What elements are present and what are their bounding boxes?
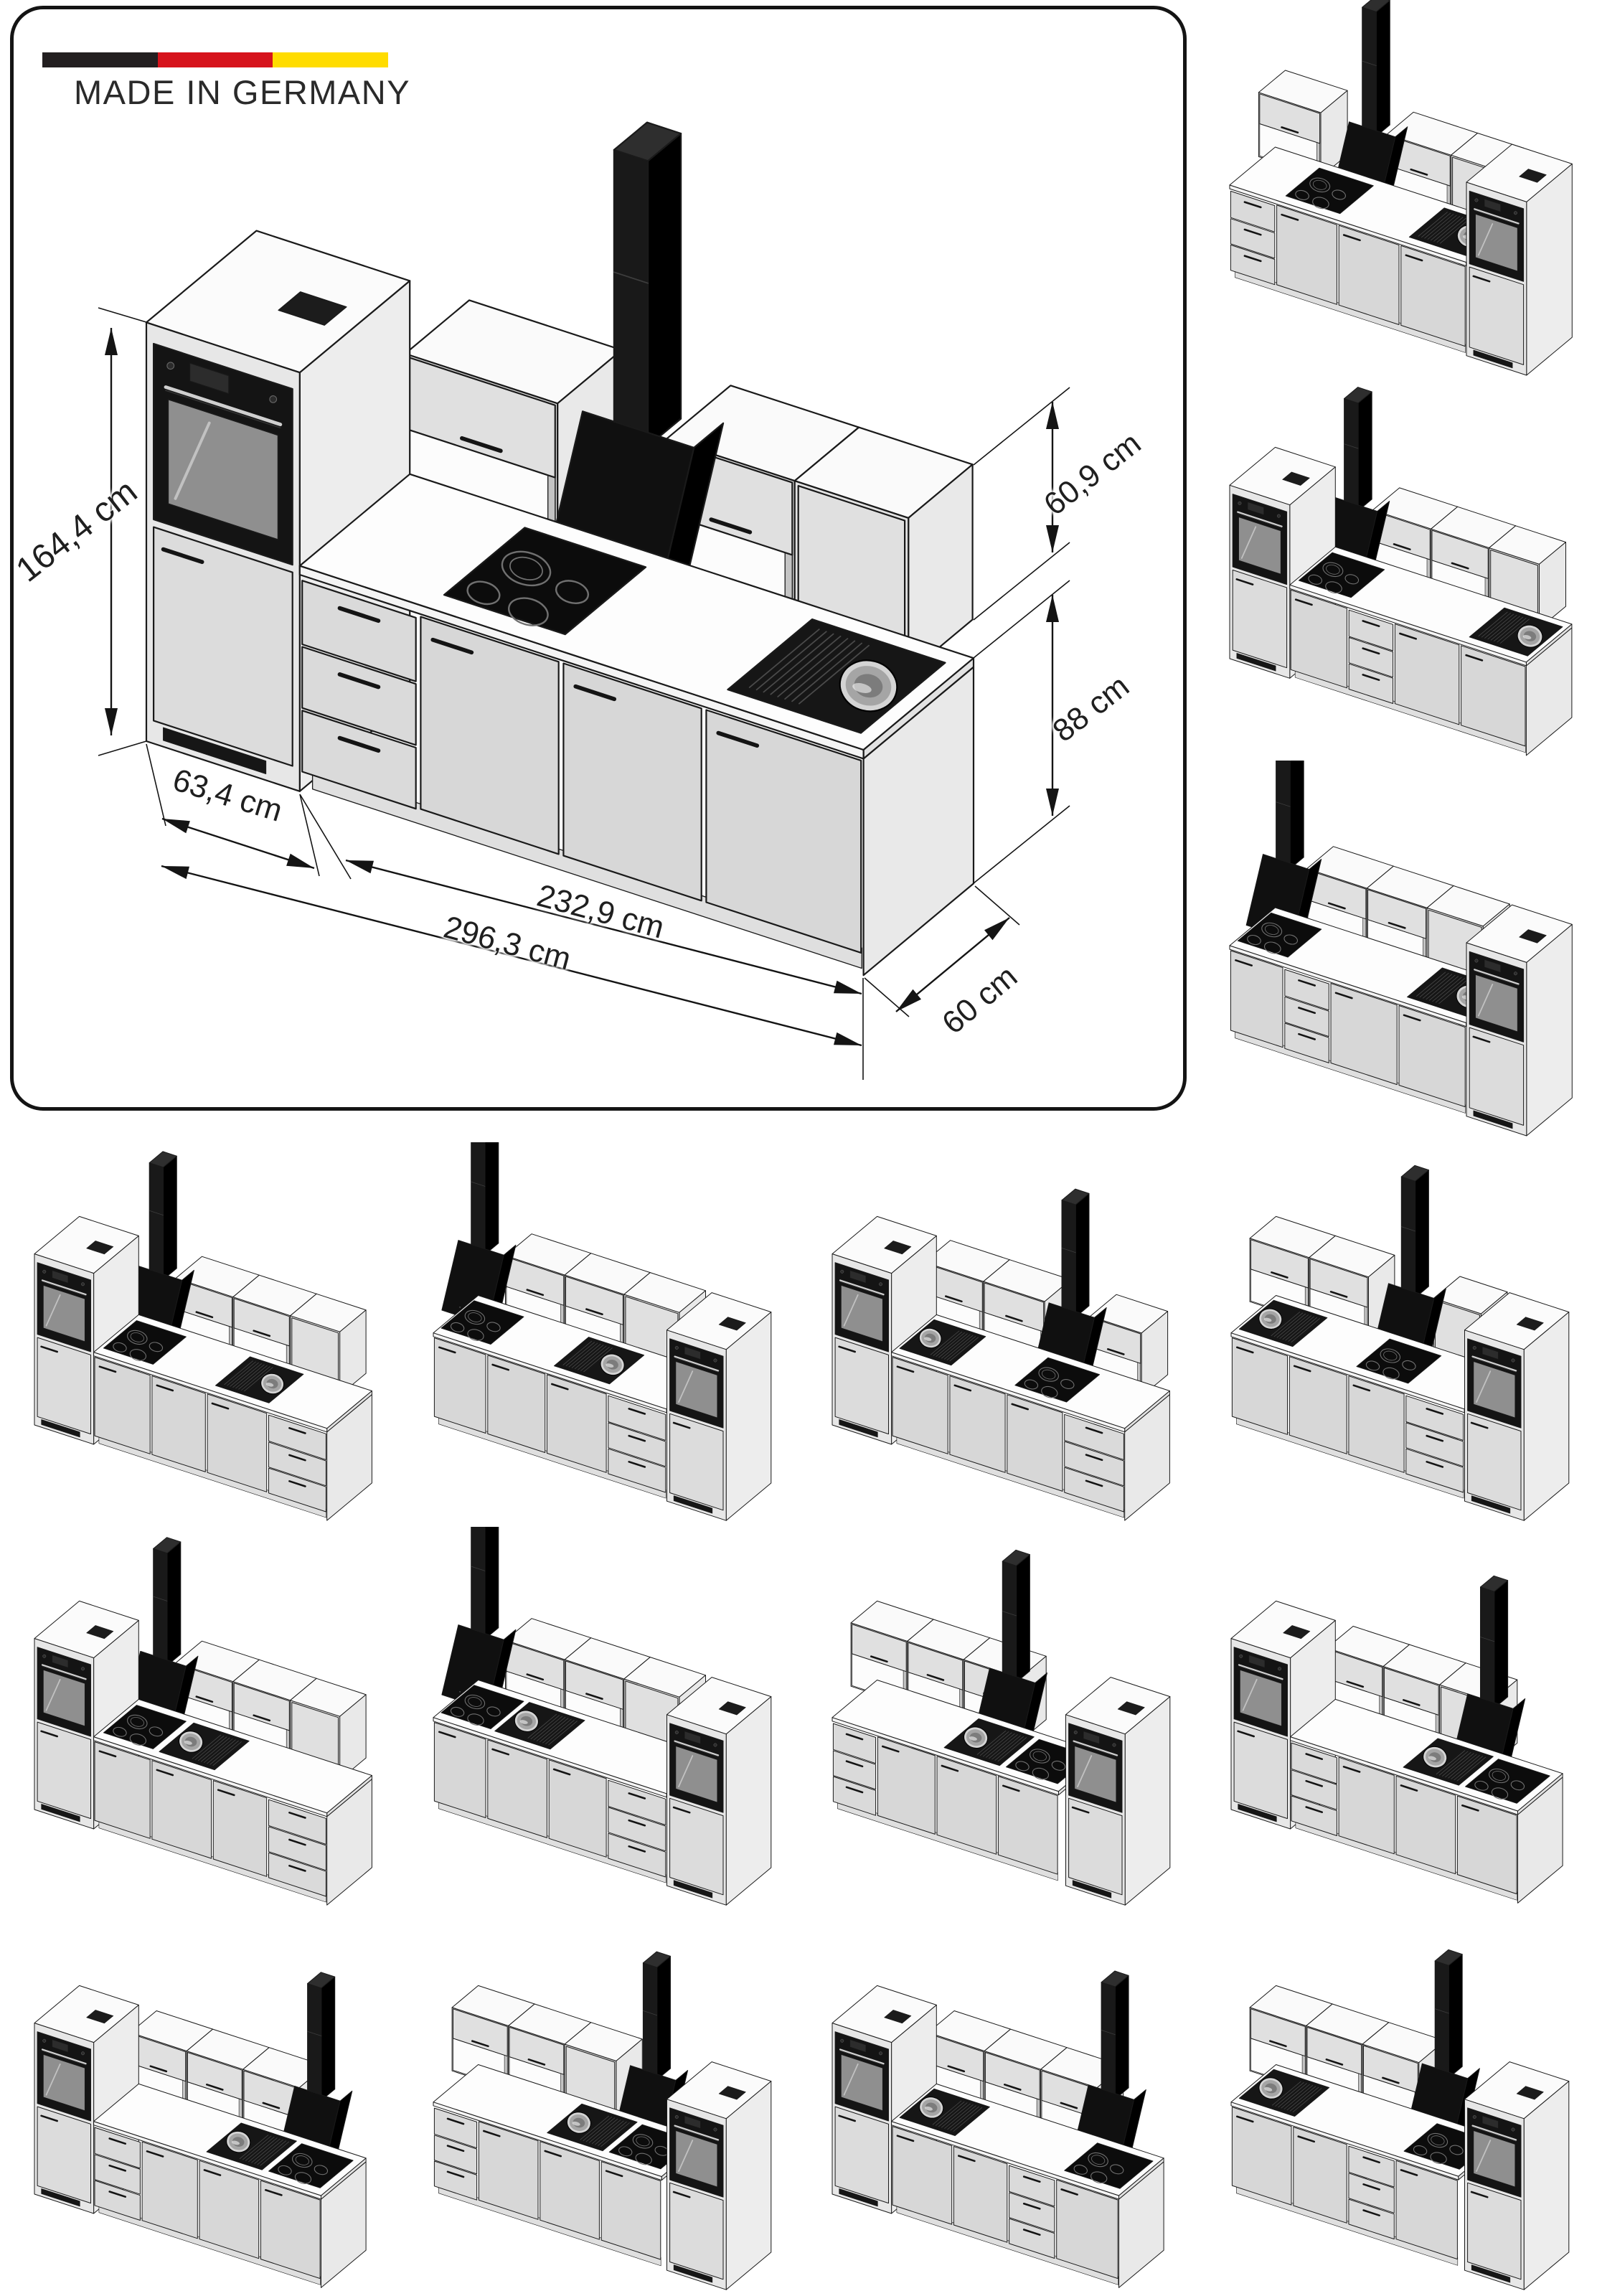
flag-black-stripe — [42, 52, 158, 67]
kitchen-variant-8-illustration — [1230, 1575, 1563, 1904]
flag-gold-stripe — [273, 52, 389, 67]
kitchen-variant-10-illustration — [433, 1951, 772, 2290]
kitchen-variant-right-middle-illustration — [1229, 387, 1573, 756]
kitchen-variant-7-illustration — [832, 1549, 1171, 1906]
kitchen-variant-2-illustration — [433, 1142, 772, 1521]
kitchen-variant-5 — [0, 1527, 399, 1911]
kitchen-variant-9 — [0, 1911, 399, 2296]
kitchen-variant-10 — [399, 1911, 798, 2296]
kitchen-variant-right-top — [1191, 0, 1597, 380]
kitchen-variant-right-bottom — [1191, 761, 1597, 1141]
kitchen-variant-12-illustration — [1230, 1949, 1570, 2290]
kitchen-variant-12 — [1197, 1911, 1596, 2296]
kitchen-variant-5-illustration — [34, 1537, 372, 1906]
made-in-germany-label: MADE IN GERMANY — [74, 73, 411, 111]
kitchen-variant-4 — [1197, 1142, 1596, 1527]
kitchen-variant-4-illustration — [1230, 1165, 1570, 1521]
kitchen-variant-3 — [798, 1142, 1197, 1527]
kitchen-variant-2 — [399, 1142, 798, 1527]
kitchen-variant-6-illustration — [433, 1527, 772, 1906]
kitchen-variant-8 — [1197, 1527, 1596, 1911]
main-diagram-panel: MADE IN GERMANY 164,4 cm 63,4 cm 232,9 c… — [9, 6, 1187, 1111]
kitchen-variant-1-illustration — [34, 1151, 372, 1521]
main-kitchen-drawing — [98, 121, 1070, 1080]
kitchen-variant-right-bottom-illustration — [1229, 761, 1573, 1137]
kitchen-variant-11 — [798, 1911, 1197, 2296]
german-flag-bar — [42, 52, 389, 67]
flag-red-stripe — [157, 52, 273, 67]
kitchen-variant-11-illustration — [832, 1970, 1164, 2288]
kitchen-variant-7 — [798, 1527, 1197, 1911]
kitchen-variant-3-illustration — [832, 1188, 1170, 1521]
variant-grid — [0, 1142, 1597, 2296]
kitchen-variant-right-top-illustration — [1229, 0, 1573, 376]
kitchen-variant-9-illustration — [34, 1972, 367, 2288]
kitchen-variant-6 — [399, 1527, 798, 1911]
kitchen-variant-1 — [0, 1142, 399, 1527]
kitchen-variant-right-middle — [1191, 380, 1597, 761]
variant-column-right — [1191, 0, 1597, 1141]
